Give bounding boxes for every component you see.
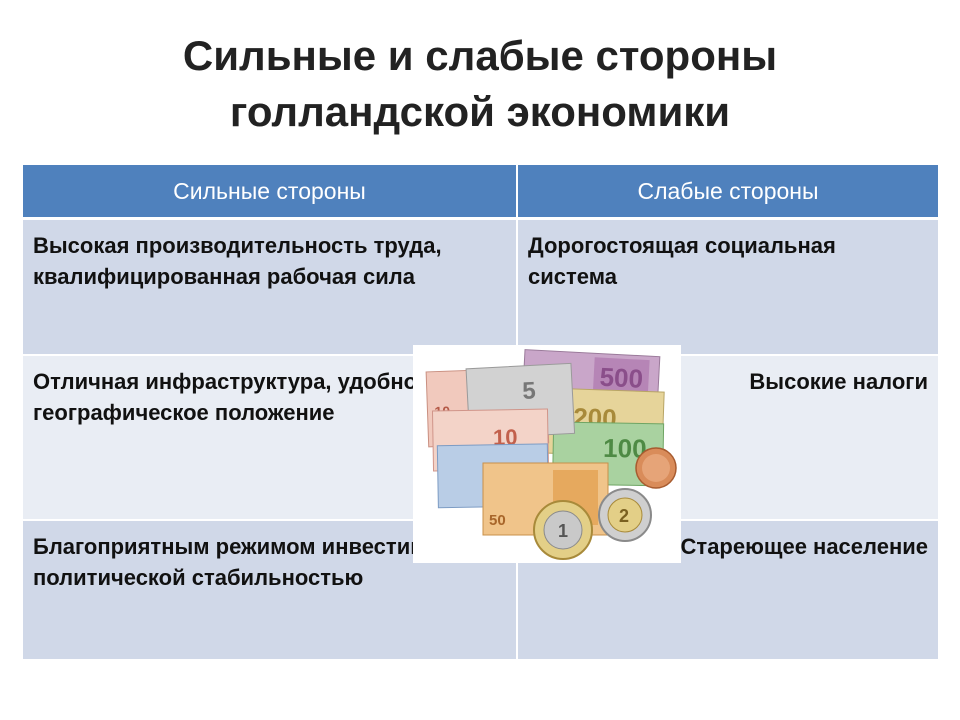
coin-5-cent [635,447,677,489]
coin-2-label: 2 [619,506,629,526]
table-row: Высокая производительность труда, квалиф… [23,218,938,356]
table-header-row: Сильные стороны Слабые стороны [23,165,938,220]
banknote-5-label: 5 [522,377,537,405]
weakness-cell: Дорогостоящая социальная система [517,218,938,356]
title-line-1: Сильные и слабые стороны [182,32,778,79]
strength-cell: Высокая производительность труда, квалиф… [23,218,518,356]
coin-1-label: 1 [558,521,568,541]
coin-2-euro: 2 [598,488,652,542]
banknote-50-label: 50 [489,512,506,529]
coin-1-euro: 1 [533,500,593,560]
title-line-2: голландской экономики [229,88,731,135]
euro-banknotes-illustration: 500 200 100 10 5 10 20 [425,349,677,560]
header-strengths: Сильные стороны [23,165,518,220]
euro-money-image: 500 200 100 10 5 10 20 [413,345,681,563]
header-weaknesses: Слабые стороны [517,165,938,220]
banknote-500-label: 500 [599,362,644,394]
slide-title: Сильные и слабые стороны голландской эко… [0,28,960,140]
